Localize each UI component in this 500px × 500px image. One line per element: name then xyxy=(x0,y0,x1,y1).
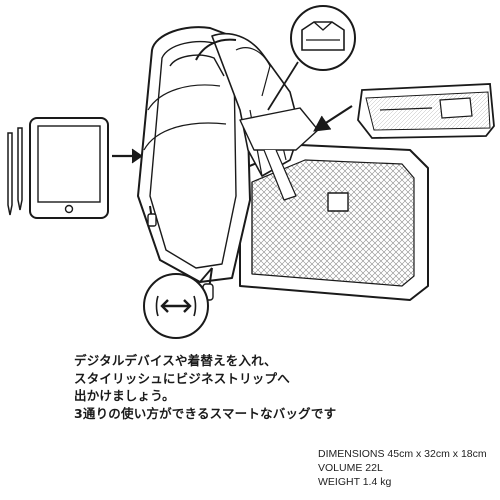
spec-weight: WEIGHT 1.4 kg xyxy=(318,476,392,488)
open-backpack-illustration xyxy=(137,26,429,301)
product-specs: DIMENSIONS 45cm x 32cm x 18cm VOLUME 22L… xyxy=(318,447,487,489)
compression-arrows-icon xyxy=(143,273,209,339)
description-line-1: デジタルデバイスや着替えを入れ、 xyxy=(74,353,277,368)
callout-line-shirt xyxy=(267,61,299,111)
tablet-icon xyxy=(29,117,109,219)
arrow-tablet-to-bag xyxy=(112,148,143,164)
product-illustration xyxy=(7,5,495,339)
spec-dimensions: DIMENSIONS 45cm x 32cm x 18cm xyxy=(318,448,487,460)
description-line-4: 3通りの使い方ができるスマートなバッグです xyxy=(74,405,337,421)
stylus-pen-icon xyxy=(7,127,23,216)
arrow-jeans-to-bag xyxy=(313,105,353,132)
callout-line-compress xyxy=(199,267,213,283)
spec-volume: VOLUME 22L xyxy=(318,462,383,474)
description-line-2: スタイリッシュにビジネストリップへ xyxy=(74,370,290,386)
folded-shirt-icon xyxy=(290,5,356,71)
description-line-3: 出かけましょう。 xyxy=(74,388,175,403)
folded-jeans-icon xyxy=(357,83,495,139)
product-description: デジタルデバイスや着替えを入れ、 スタイリッシュにビジネストリップへ 出かけまし… xyxy=(74,352,494,422)
